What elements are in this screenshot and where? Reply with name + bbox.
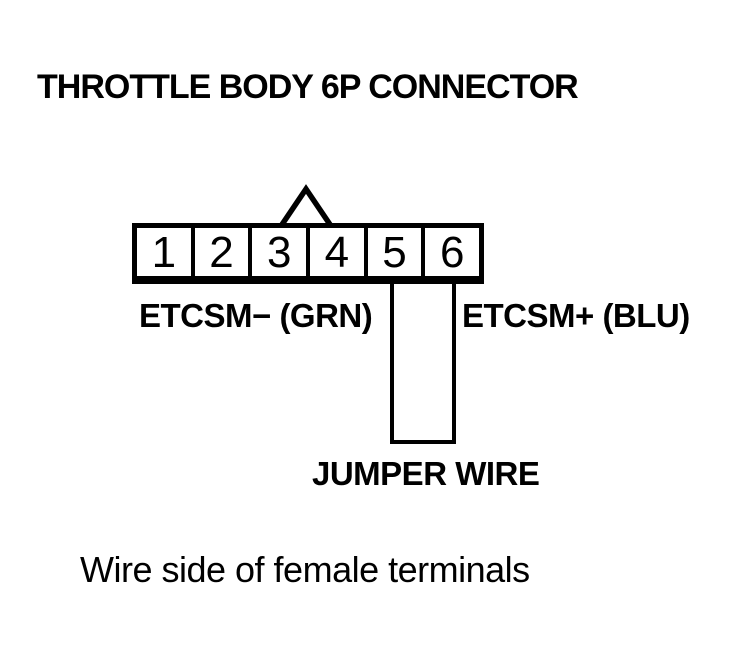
terminal-label-etcsm-minus: ETCSM− (GRN) — [139, 297, 373, 334]
pin-cell-4: 4 — [310, 228, 368, 276]
pin-cell-6: 6 — [439, 227, 465, 277]
jumper-wire-shape — [390, 282, 456, 444]
caption-wire-side: Wire side of female terminals — [80, 549, 530, 590]
jumper-wire-label: JUMPER WIRE — [312, 455, 540, 492]
connector-notch-icon — [278, 184, 334, 228]
terminal-label-etcsm-plus: ETCSM+ (BLU) — [462, 297, 690, 334]
pin-cell-5: 5 — [368, 228, 426, 276]
diagram-title: THROTTLE BODY 6P CONNECTOR — [37, 68, 579, 106]
pin-cell-1: 1 — [137, 228, 195, 276]
connector-body: 1 2 3 4 5 6 — [132, 223, 484, 284]
pin-cell-2: 2 — [195, 228, 253, 276]
pin-cell-3: 3 — [252, 228, 311, 276]
